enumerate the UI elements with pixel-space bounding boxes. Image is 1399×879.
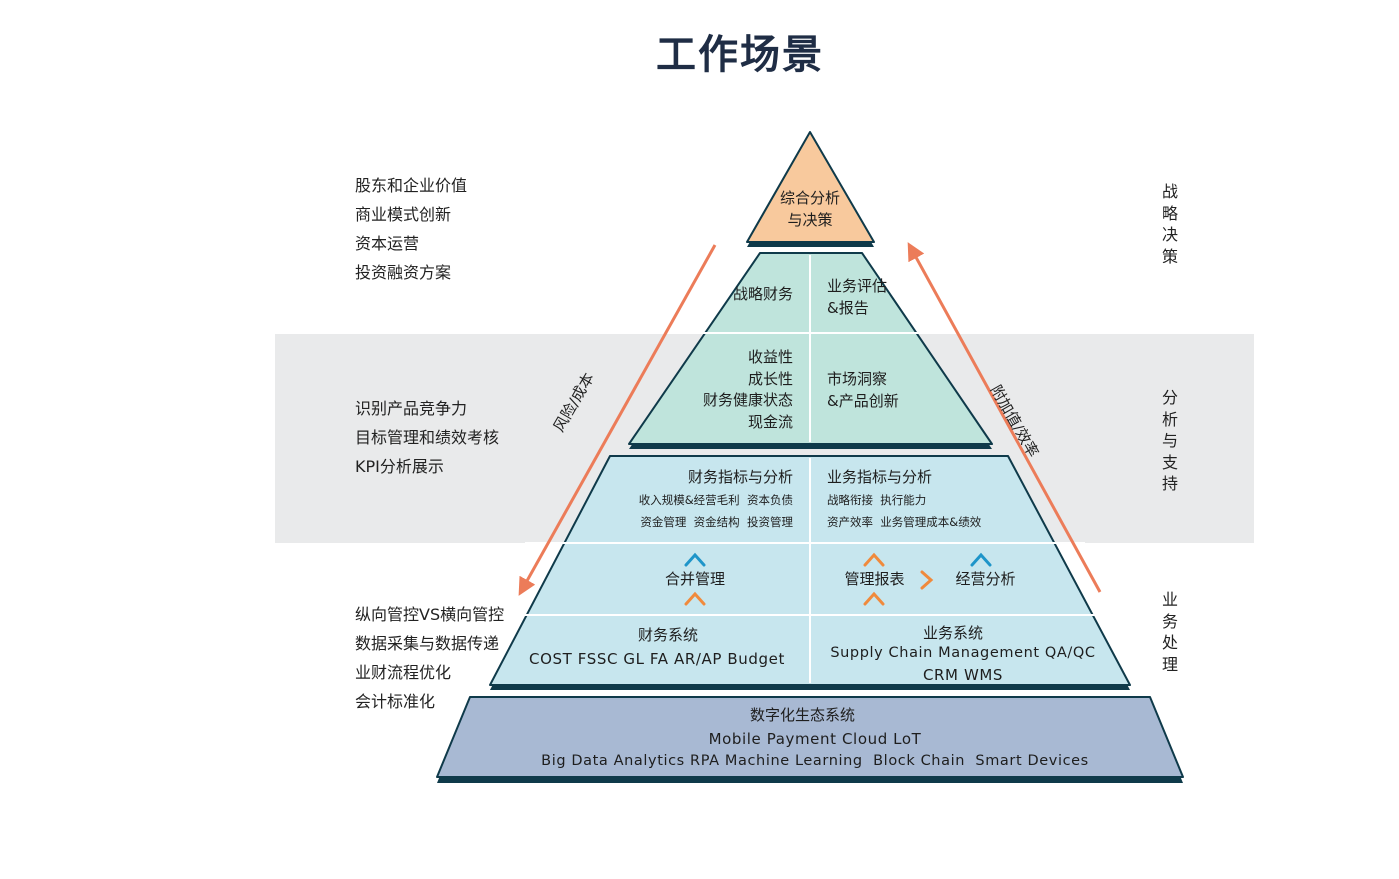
- vertical-char: 务: [1161, 611, 1178, 631]
- left-group-operations: 纵向管控VS横向管控 数据采集与数据传递 业财流程优化 会计标准化: [355, 600, 504, 716]
- vertical-char: 分: [1161, 388, 1178, 407]
- right-label-operations: 业务处理: [1159, 589, 1181, 675]
- left-item: 业财流程优化: [355, 663, 452, 682]
- tier3-right-items: 战略衔接 执行能力 资产效率 业务管理成本&绩效: [827, 493, 982, 529]
- left-item: 识别产品竞争力: [355, 399, 468, 418]
- base-line1: Mobile Payment Cloud LoT: [708, 730, 922, 748]
- vertical-char: 理: [1161, 654, 1178, 674]
- tier3-left-title: 财务指标与分析: [687, 468, 793, 486]
- vertical-char: 业: [1161, 590, 1178, 609]
- value-efficiency-arrow: [907, 242, 1102, 593]
- tier3-right-mid-b: 经营分析: [955, 570, 1016, 588]
- vertical-char: 战: [1161, 182, 1178, 201]
- left-group-analysis: 识别产品竞争力 目标管理和绩效考核 KPI分析展示: [355, 394, 499, 481]
- tier3-right-sys: Supply Chain Management QA/QC CRM WMS: [830, 645, 1096, 684]
- tier2-left-bottom: 收益性 成长性 财务健康状态 现金流: [702, 348, 793, 431]
- tier3-right-title: 业务指标与分析: [827, 468, 933, 486]
- tier3-right-mid-a: 管理报表: [844, 570, 905, 588]
- base-title: 数字化生态系统: [749, 706, 855, 724]
- base-layer-face: [436, 696, 1184, 778]
- left-item: 商业模式创新: [355, 205, 452, 224]
- right-label-strategy: 战略决策: [1159, 181, 1181, 267]
- left-item: 纵向管控VS横向管控: [355, 605, 505, 624]
- left-item: 数据采集与数据传递: [355, 634, 500, 653]
- tier3-left-mid: 合并管理: [664, 570, 725, 588]
- page-title: 工作场景: [656, 32, 824, 78]
- left-item: KPI分析展示: [355, 457, 444, 476]
- left-item: 会计标准化: [355, 692, 436, 711]
- vertical-char: 与: [1161, 431, 1178, 450]
- vertical-char: 策: [1161, 246, 1178, 266]
- left-group-strategy: 股东和企业价值 商业模式创新 资本运营 投资融资方案: [355, 171, 467, 287]
- apex-text: 综合分析 与决策: [779, 189, 840, 229]
- risk-cost-arrow: [518, 244, 717, 596]
- chevron-up-icon: [684, 552, 992, 606]
- tier3-left-sys-title: 财务系统: [637, 626, 698, 644]
- tier2-right-top: 业务评估 &报告: [827, 277, 888, 317]
- base-line2: Big Data Analytics RPA Machine Learning …: [541, 753, 1089, 769]
- tier3-left-sys: COST FSSC GL FA AR/AP Budget: [529, 650, 785, 668]
- tier2-right-bottom: 市场洞察 &产品创新: [827, 370, 899, 410]
- vertical-char: 略: [1161, 203, 1178, 223]
- left-item: 投资融资方案: [355, 263, 452, 282]
- left-item: 资本运营: [355, 234, 420, 253]
- left-item: 目标管理和绩效考核: [355, 428, 500, 447]
- vertical-char: 支: [1161, 452, 1178, 472]
- tier3-right-sys-title: 业务系统: [922, 624, 983, 642]
- vertical-char: 析: [1161, 409, 1178, 429]
- left-item: 股东和企业价值: [355, 176, 468, 195]
- tier2-left-top: 战略财务: [732, 285, 793, 303]
- vertical-char: 处: [1161, 633, 1178, 652]
- vertical-char: 决: [1161, 225, 1178, 244]
- vertical-char: 持: [1161, 474, 1178, 493]
- tier3-left-items: 收入规模&经营毛利 资本负债 资金管理 资金结构 投资管理: [638, 493, 793, 529]
- right-label-analysis: 分析与支持: [1159, 387, 1181, 495]
- apex-layer: [746, 131, 875, 243]
